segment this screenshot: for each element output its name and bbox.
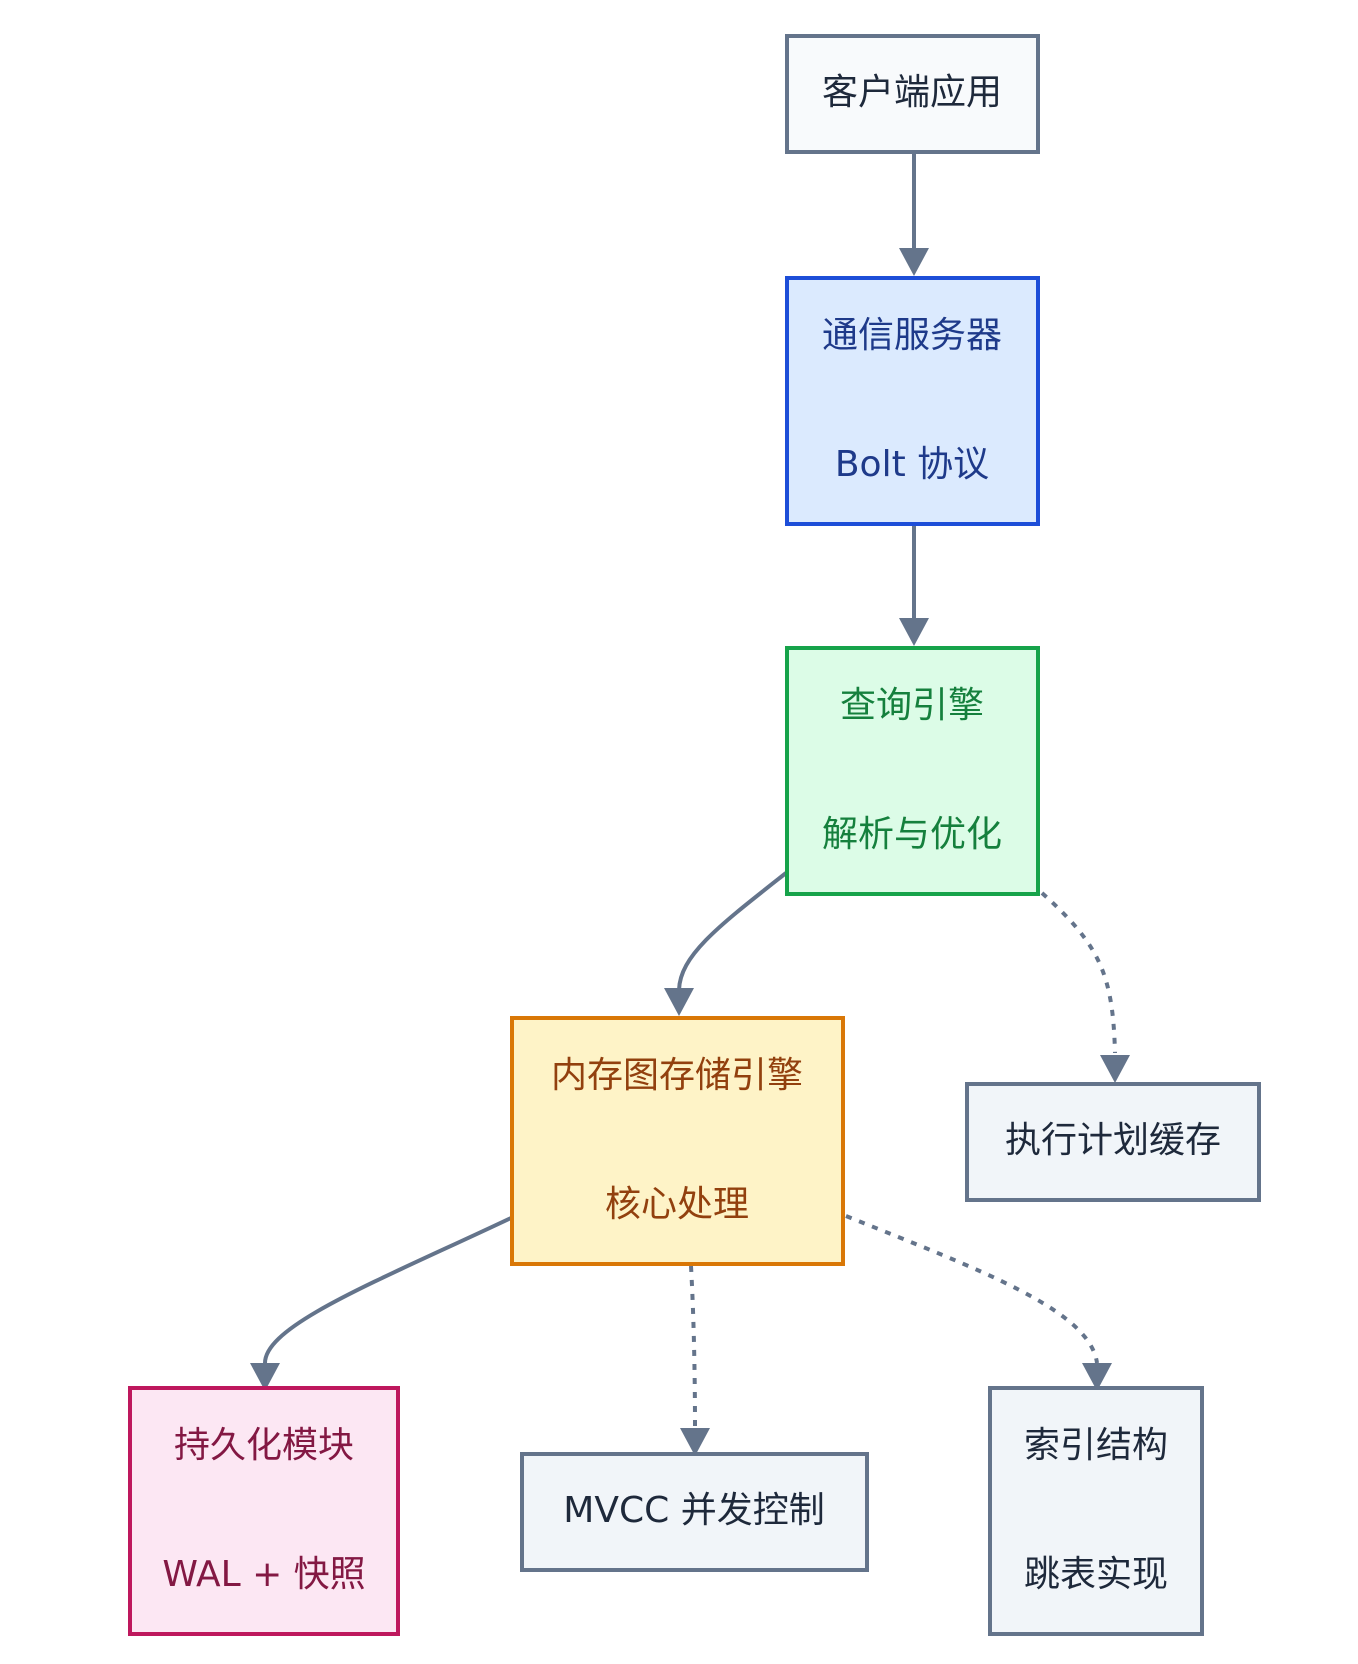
node-index: 索引结构 跳表实现 xyxy=(988,1386,1204,1636)
node-plan-cache-label: 执行计划缓存 xyxy=(1005,1120,1221,1161)
node-persistence-label-2: WAL + 快照 xyxy=(162,1554,365,1595)
node-index-label-2: 跳表实现 xyxy=(1024,1554,1168,1595)
edge-storage-index-arrowhead xyxy=(1082,1363,1112,1391)
edge-query-storage-arrowhead xyxy=(664,988,694,1016)
edges xyxy=(250,154,1130,1456)
node-persistence: 持久化模块 WAL + 快照 xyxy=(128,1386,400,1636)
edge-query-storage xyxy=(677,871,788,991)
edge-storage-mvcc xyxy=(689,1265,697,1429)
edge-storage-mvcc-arrowhead xyxy=(680,1428,710,1456)
node-server: 通信服务器 Bolt 协议 xyxy=(785,276,1040,526)
edge-server-query-arrowhead xyxy=(899,618,929,646)
node-index-label-1: 索引结构 xyxy=(1024,1425,1168,1466)
node-storage-box xyxy=(510,1016,845,1266)
node-query-box xyxy=(785,646,1040,896)
node-server-label-1: 通信服务器 xyxy=(822,315,1002,356)
node-client-label: 客户端应用 xyxy=(822,72,1002,113)
node-client: 客户端应用 xyxy=(785,34,1040,154)
node-client-box xyxy=(785,34,1040,154)
node-index-box xyxy=(988,1386,1204,1636)
node-storage-label-1: 内存图存储引擎 xyxy=(551,1055,803,1096)
node-persistence-label-1: 持久化模块 xyxy=(174,1425,354,1466)
node-mvcc-label: MVCC 并发控制 xyxy=(563,1490,824,1531)
node-plan-cache-box xyxy=(965,1082,1261,1202)
node-query-label-1: 查询引擎 xyxy=(840,685,984,726)
edge-storage-persistence-arrowhead xyxy=(250,1363,280,1391)
node-server-label-2: Bolt 协议 xyxy=(835,444,989,485)
node-server-box xyxy=(785,276,1040,526)
node-storage: 内存图存储引擎 核心处理 xyxy=(510,1016,845,1266)
node-persistence-box xyxy=(128,1386,400,1636)
node-mvcc: MVCC 并发控制 xyxy=(520,1452,869,1572)
edge-storage-index xyxy=(845,1214,1099,1364)
edge-client-server-arrowhead xyxy=(899,248,929,276)
edge-storage-persistence xyxy=(263,1216,512,1364)
edge-query-plancache-arrowhead xyxy=(1100,1055,1130,1083)
node-storage-label-2: 核心处理 xyxy=(605,1184,749,1225)
node-query: 查询引擎 解析与优化 xyxy=(785,646,1040,896)
node-plan-cache: 执行计划缓存 xyxy=(965,1082,1261,1202)
node-mvcc-box xyxy=(520,1452,869,1572)
node-query-label-2: 解析与优化 xyxy=(822,814,1002,855)
edge-query-plancache xyxy=(1040,891,1117,1054)
